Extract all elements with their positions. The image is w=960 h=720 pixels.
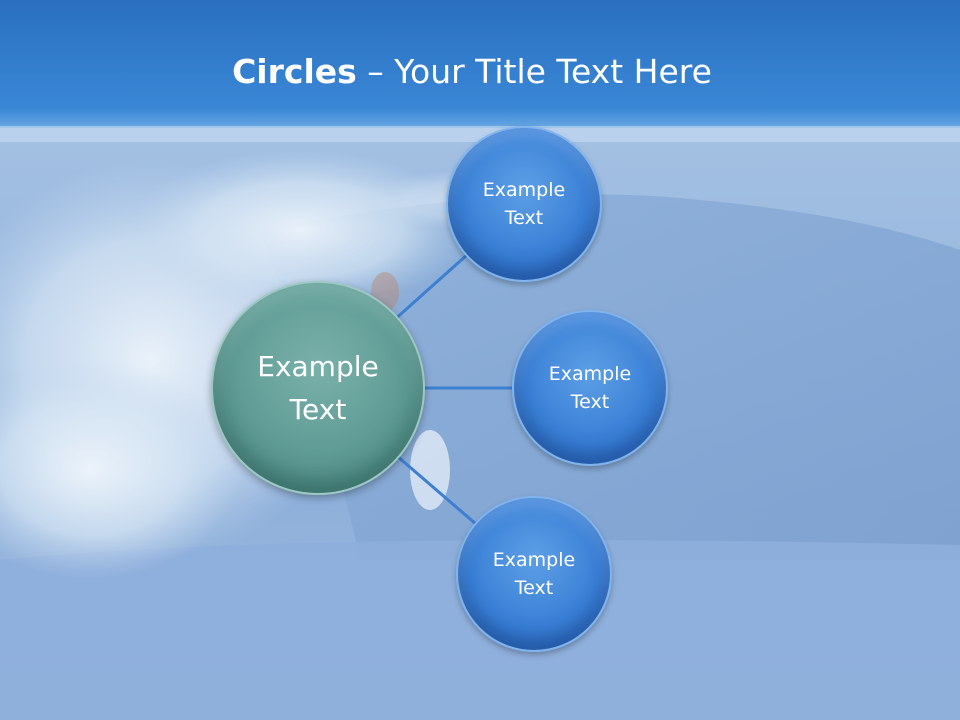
center-circle-label: Example Text <box>257 349 379 426</box>
title-rest: – Your Title Text Here <box>356 52 712 91</box>
circle-node-bottom: Example Text <box>456 496 612 652</box>
circle-node-middle: Example Text <box>512 310 668 466</box>
circle-node-label: Example Text <box>492 548 576 600</box>
slide-title: Circles – Your Title Text Here <box>0 52 944 91</box>
center-circle: Example Text <box>211 281 425 495</box>
circle-node-label: Example Text <box>482 178 566 230</box>
title-bold: Circles <box>232 52 357 91</box>
circle-node-label: Example Text <box>548 362 632 414</box>
circle-node-top: Example Text <box>446 126 602 282</box>
